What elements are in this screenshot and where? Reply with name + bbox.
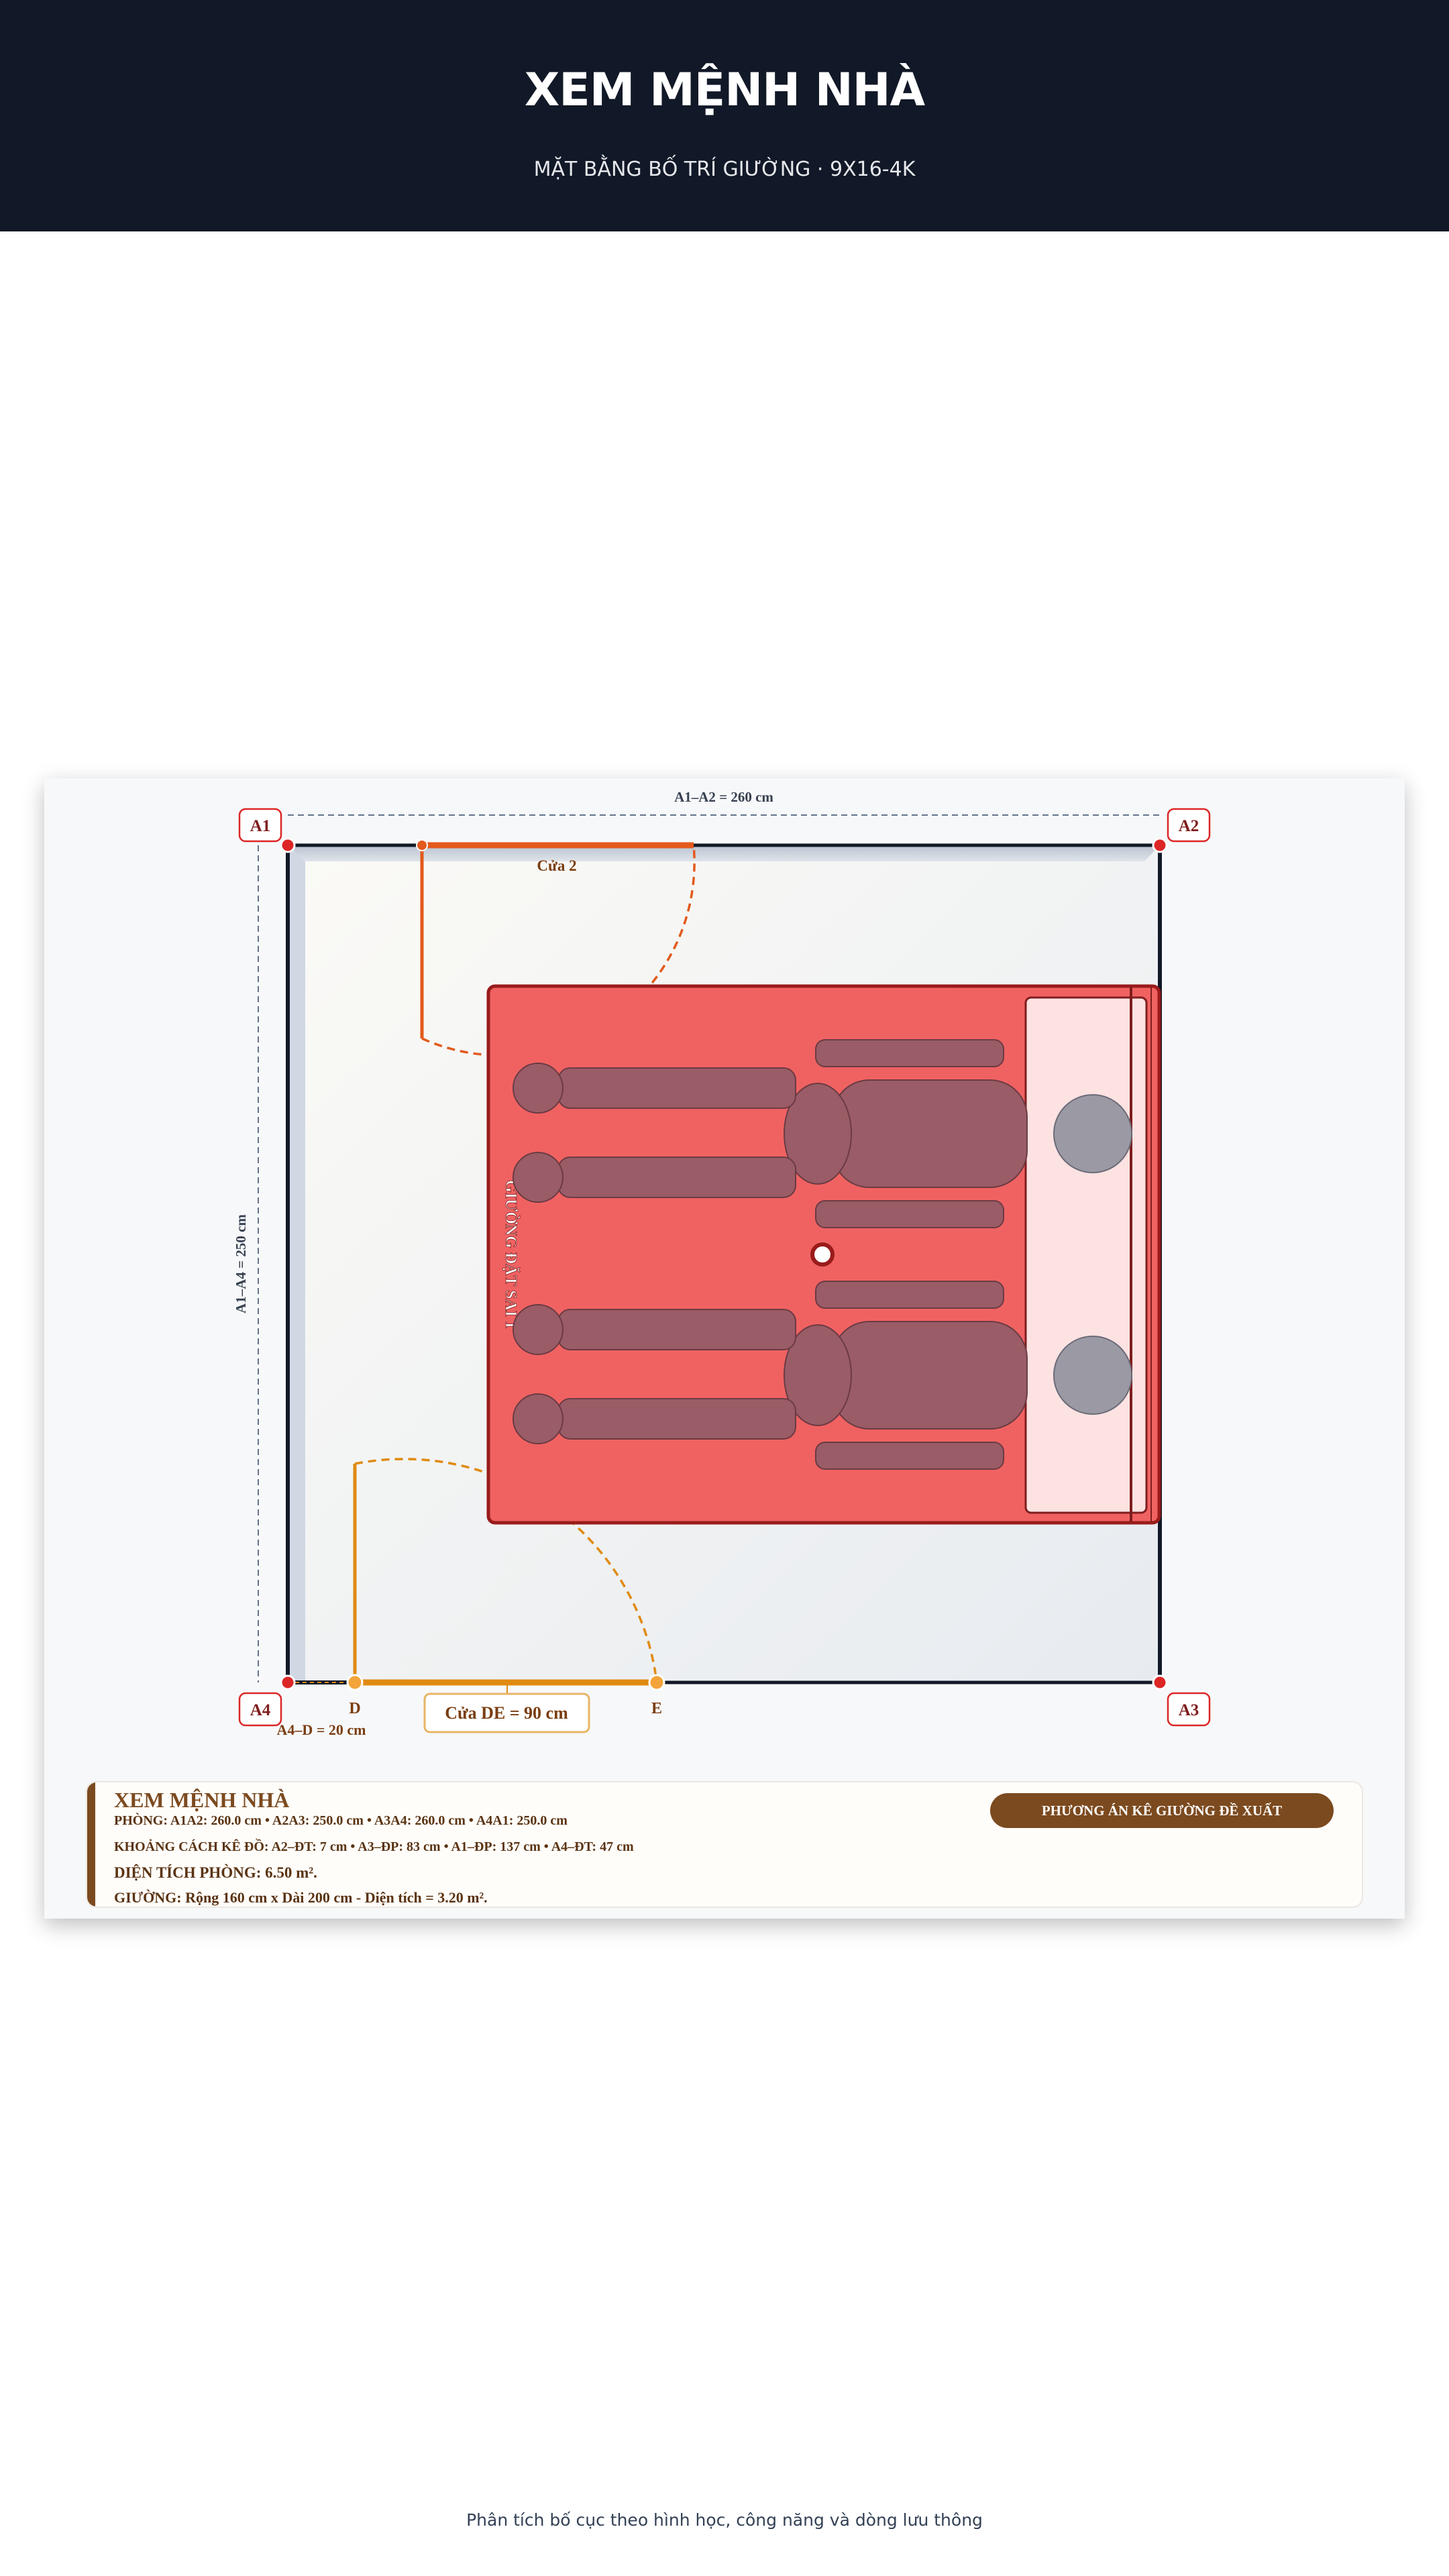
- a4-d-label: A4–D = 20 cm: [277, 1721, 366, 1738]
- bed-center-marker: [810, 1242, 835, 1267]
- bed: GIƯỜNG ĐẶT SAI 1: [486, 984, 1161, 1525]
- page-subtitle: MẶT BẰNG BỐ TRÍ GIƯỜNG · 9X16-4K: [533, 158, 916, 181]
- sleeper-bottom-hip: [784, 1324, 852, 1426]
- page-title: XEM MỆNH NHÀ: [524, 64, 925, 117]
- info-distances: KHOẢNG CÁCH KÊ ĐỒ: A2–ĐT: 7 cm • A3–ĐP: …: [114, 1839, 634, 1854]
- corner-a3-box: [1167, 1692, 1211, 1727]
- wall-bevel-left: [288, 845, 305, 1682]
- sleeper-bottom-arm-upper: [815, 1281, 1004, 1309]
- sleeper-top-arm-upper: [815, 1039, 1004, 1067]
- corner-a2-label: A2: [1179, 817, 1199, 835]
- info-accent-bar: [87, 1782, 95, 1907]
- sleeper-bottom-foot-2: [513, 1393, 564, 1444]
- info-panel: XEM MỆNH NHÀ PHÒNG: A1A2: 260.0 cm • A2A…: [86, 1781, 1363, 1908]
- corner-a1-box: [238, 808, 282, 843]
- door-de-label: Cửa DE = 90 cm: [445, 1703, 568, 1723]
- sleeper-top-foot-2: [513, 1152, 564, 1203]
- sleeper-top-torso: [832, 1079, 1028, 1188]
- corner-a2-box: [1167, 808, 1211, 843]
- door-2-swing: [421, 845, 696, 1057]
- footer-caption: Phân tích bố cục theo hình học, công năn…: [466, 2510, 983, 2530]
- sleeper-top-foot-1: [513, 1063, 564, 1114]
- bed-headboard-panel: [1024, 996, 1148, 1514]
- sleeper-bottom-arm-lower: [815, 1442, 1004, 1470]
- dimension-top-label: A1–A2 = 260 cm: [674, 789, 773, 805]
- door-de-label-box: [423, 1693, 590, 1733]
- corner-a4-label: A4: [250, 1701, 271, 1719]
- corner-a4-dot: [280, 1674, 296, 1690]
- corner-a3-dot: [1152, 1674, 1168, 1690]
- sleeper-top-arm-lower: [815, 1200, 1004, 1228]
- wall-bevel-top: [288, 845, 1160, 861]
- info-bed-size: GIƯỜNG: Rộng 160 cm x Dài 200 cm - Diện …: [114, 1889, 488, 1906]
- sleeper-bottom-leg-2: [557, 1398, 796, 1440]
- info-room-dimensions: PHÒNG: A1A2: 260.0 cm • A2A3: 250.0 cm •…: [114, 1813, 568, 1828]
- corner-a1-dot: [280, 837, 296, 853]
- header-bar: XEM MỆNH NHÀ MẶT BẰNG BỐ TRÍ GIƯỜNG · 9X…: [0, 0, 1449, 231]
- floor-plan: A1–A2 = 260 cm A1–A4 = 250 cm Cửa 2 Cửa …: [233, 789, 1211, 1738]
- dimension-left-label: A1–A4 = 250 cm: [233, 1214, 249, 1313]
- sleeper-bottom-foot-1: [513, 1304, 564, 1355]
- corner-a2-dot: [1152, 837, 1168, 853]
- corner-a4-box: [238, 1692, 282, 1727]
- info-room-area: DIỆN TÍCH PHÒNG: 6.50 m².: [114, 1864, 317, 1881]
- sleeper-figure-top: [513, 1039, 1028, 1228]
- pillow-top: [1053, 1094, 1132, 1173]
- point-e-label: E: [651, 1700, 662, 1717]
- sleeper-bottom-leg-1: [557, 1309, 796, 1350]
- corner-a1-label: A1: [250, 817, 271, 835]
- sleeper-figure-bottom: [513, 1281, 1028, 1470]
- proposal-badge[interactable]: PHƯƠNG ÁN KÊ GIƯỜNG ĐỀ XUẤT: [990, 1793, 1334, 1828]
- sleeper-top-leg-1: [557, 1067, 796, 1109]
- sleeper-top-hip: [784, 1083, 852, 1185]
- point-d-label: D: [349, 1700, 360, 1717]
- door-2-label: Cửa 2: [537, 857, 576, 874]
- bed-label: GIƯỜNG ĐẶT SAI 1: [502, 1180, 520, 1329]
- info-title: XEM MỆNH NHÀ: [114, 1788, 290, 1812]
- pillow-bottom: [1053, 1336, 1132, 1415]
- door-2-hinge: [416, 839, 428, 851]
- floor-plan-card: A1–A2 = 260 cm A1–A4 = 250 cm Cửa 2 Cửa …: [44, 778, 1405, 1919]
- sleeper-top-leg-2: [557, 1157, 796, 1198]
- sleeper-bottom-torso: [832, 1321, 1028, 1430]
- corner-a3-label: A3: [1179, 1701, 1199, 1719]
- point-d-dot: [346, 1674, 364, 1691]
- point-e-dot: [648, 1674, 665, 1691]
